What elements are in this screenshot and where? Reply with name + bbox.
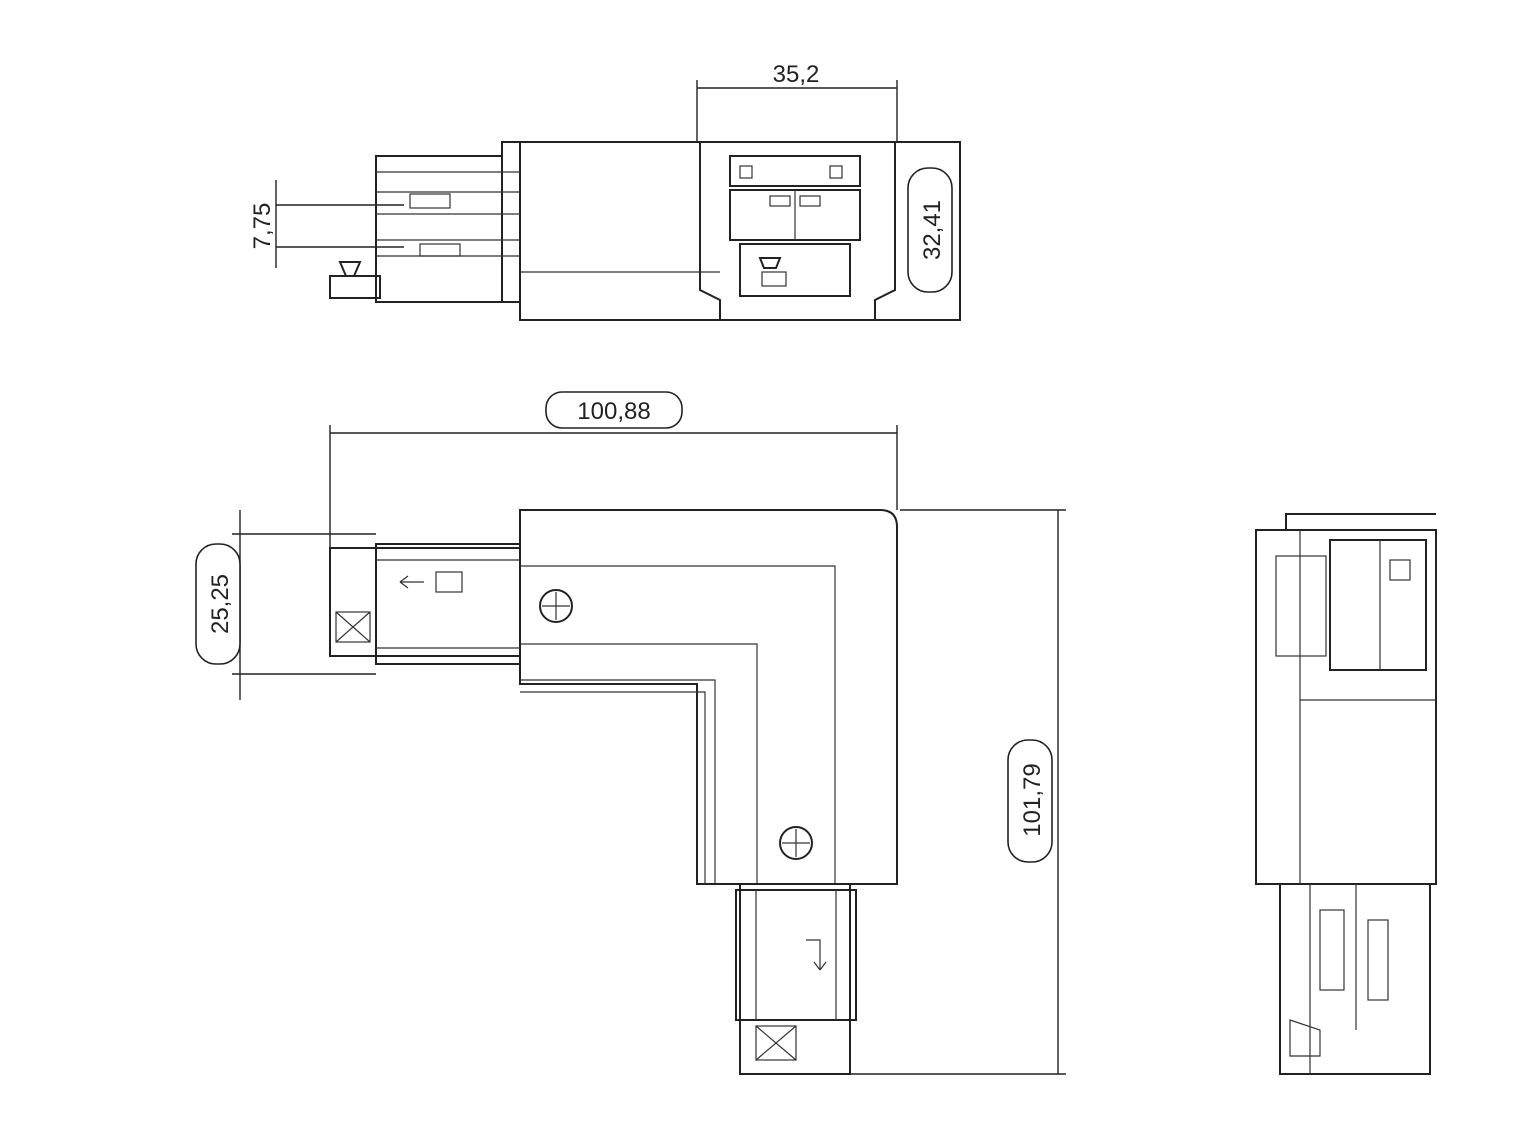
track-height-dimension: 25,25 <box>207 574 234 634</box>
offset-dimension: 7,75 <box>249 203 276 250</box>
top-view-connector <box>375 155 503 303</box>
l-connector-body <box>519 509 898 885</box>
top-view: 35,2 32,41 7,75 <box>249 61 961 321</box>
front-view: 100,88 101,79 25,25 <box>195 391 1066 1075</box>
top-width-dimension: 35,2 <box>773 61 820 88</box>
screw-icon <box>539 589 573 623</box>
overall-width-dimension: 100,88 <box>577 398 650 425</box>
overall-height-dimension: 101,79 <box>1019 763 1046 836</box>
top-height-dimension: 32,41 <box>919 200 946 260</box>
screw-icon <box>779 826 813 860</box>
side-view <box>1255 513 1437 1075</box>
